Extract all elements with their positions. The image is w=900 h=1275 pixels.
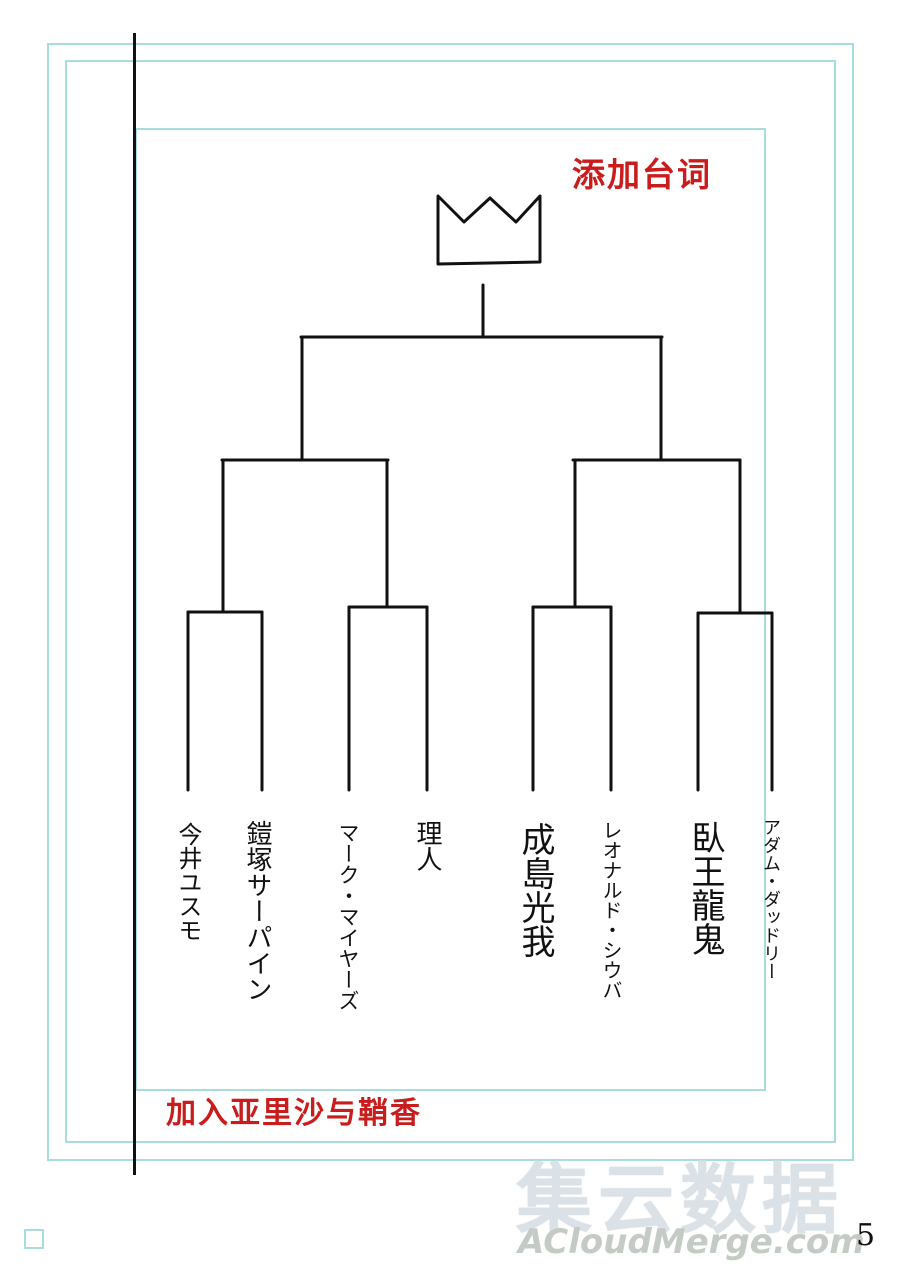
entrant-name-7: 臥王龍鬼 bbox=[685, 820, 725, 956]
frame-outer-guide bbox=[47, 43, 854, 1161]
note-add-characters: 加入亚里沙与鞘香 bbox=[166, 1096, 422, 1131]
entrant-name-4: 理人 bbox=[412, 820, 442, 872]
note-add-dialogue: 添加台词 bbox=[572, 155, 712, 194]
frame-middle-guide bbox=[65, 60, 836, 1143]
entrant-name-2: 鎧塚サーパイン bbox=[242, 820, 272, 1002]
frame-inner-guide bbox=[135, 128, 766, 1091]
watermark-logo-text: 集云数据 bbox=[516, 1155, 844, 1244]
entrant-name-6: レオナルド・シウバ bbox=[599, 820, 623, 1000]
entrant-name-5: 成島光我 bbox=[515, 822, 555, 958]
corner-square bbox=[24, 1229, 44, 1249]
entrant-name-8: アダム・ダッドリー bbox=[760, 818, 781, 980]
watermark-url: ACloudMerge.com bbox=[518, 1222, 865, 1262]
entrant-name-1: 今井ユスモ bbox=[174, 822, 202, 942]
entrant-name-3: マーク・マイヤーズ bbox=[336, 822, 360, 1011]
page-number: 5 bbox=[856, 1218, 876, 1253]
page-spine-line bbox=[133, 33, 136, 1175]
crown-icon bbox=[436, 194, 542, 266]
